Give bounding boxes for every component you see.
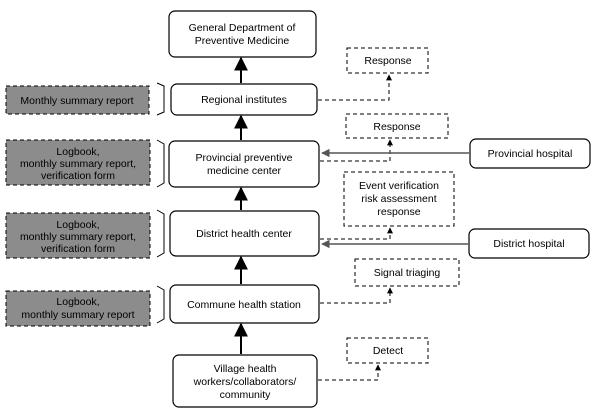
provincial-report-box: Logbook, monthly summary report, verific… [5,139,151,186]
regional-institutes-node: Regional institutes [170,83,318,116]
provincial-center-line-2: medicine center [207,165,282,177]
district-center-node: District health center [169,210,320,257]
general-department-node: General Department of Preventive Medicin… [168,10,317,58]
regional-bracket [156,82,165,116]
commune-report-line-2: monthly summary report [21,309,134,321]
district-report-box: Logbook, monthly summary report, verific… [5,212,151,259]
provincial-hospital-node: Provincial hospital [469,138,591,169]
village-detect-label: Detect [373,345,403,357]
regional-response-box: Response [346,47,429,74]
provincial-response-label: Response [373,121,420,133]
commune-triage-label: Signal triaging [374,267,441,279]
regional-response-label: Response [364,55,411,67]
commune-station-node: Commune health station [169,284,320,324]
district-center-label: District health center [196,228,292,240]
district-action-line-2: risk assessment [361,193,436,205]
district-action-box: Event verification risk assessment respo… [343,171,455,227]
village-node: Village health workers/collaborators/ co… [172,354,318,408]
district-action-line-3: response [377,206,420,218]
provincial-bracket [156,139,165,188]
regional-institutes-label: Regional institutes [201,94,287,106]
commune-station-label: Commune health station [187,299,301,311]
commune-report-line-1: Logbook, [56,296,99,308]
commune-triage-box: Signal triaging [354,258,460,287]
village-line-3: community [220,389,272,401]
village-line-2: workers/collaborators/ [193,376,297,388]
regional-to-response-connector [318,74,392,101]
provincial-hospital-label: Provincial hospital [488,148,573,160]
provincial-to-response-connector [320,139,393,162]
district-report-line-2: monthly summary report, [20,231,136,243]
provincial-response-box: Response [345,113,449,139]
provincial-center-node: Provincial preventive medicine center [168,140,320,188]
district-to-action-connector [320,227,393,240]
district-report-line-1: Logbook, [56,219,99,231]
provincial-center-line-1: Provincial preventive [196,152,293,164]
commune-bracket [156,285,165,324]
general-department-line-2: Preventive Medicine [195,35,290,47]
regional-report-label: Monthly summary report [20,95,133,107]
regional-report-box: Monthly summary report [5,85,150,115]
district-action-line-1: Event verification [359,180,439,192]
district-bracket [156,209,165,258]
commune-report-box: Logbook, monthly summary report [5,290,151,327]
village-to-detect-connector [318,364,381,381]
district-hospital-node: District hospital [468,228,590,259]
commune-to-triage-connector [320,287,393,304]
district-hospital-label: District hospital [493,238,564,250]
village-line-1: Village health [214,363,277,375]
provincial-report-line-1: Logbook, [56,146,99,158]
general-department-line-1: General Department of [189,22,296,34]
village-detect-box: Detect [346,337,429,364]
provincial-report-line-2: monthly summary report, [20,158,136,170]
district-report-line-3: verification form [41,243,115,255]
provincial-report-line-3: verification form [41,170,115,182]
